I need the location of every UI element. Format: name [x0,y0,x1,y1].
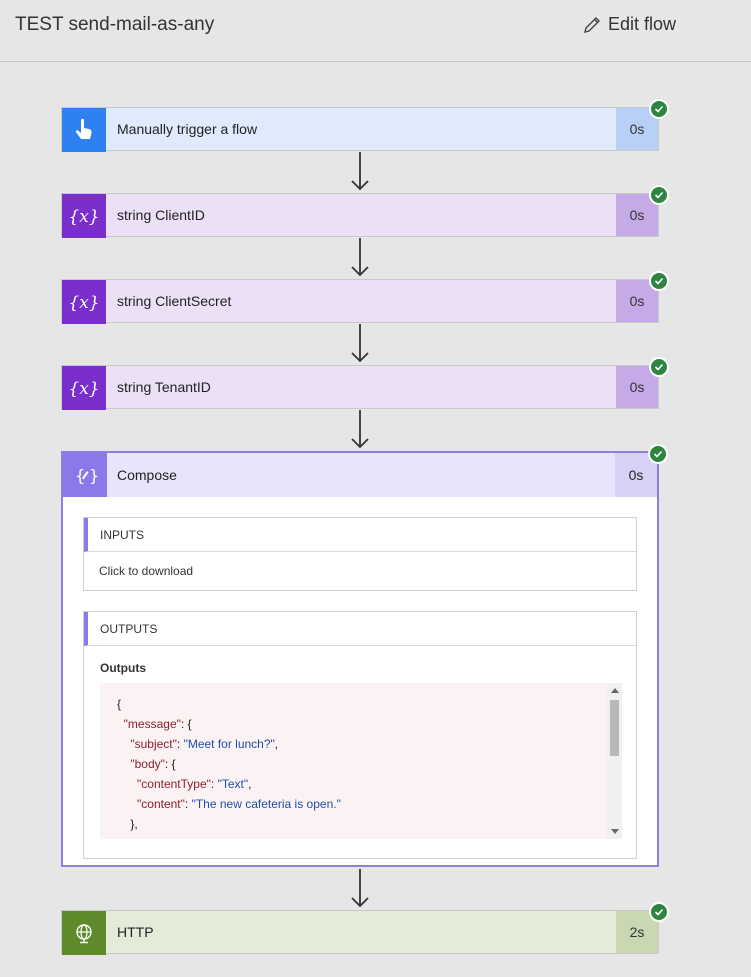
success-check-icon [649,902,669,922]
page-title: TEST send-mail-as-any [15,14,215,35]
compose-icon: { } [63,453,107,497]
header: TEST send-mail-as-any Edit flow [0,0,751,62]
edit-flow-button[interactable]: Edit flow [582,14,676,35]
compose-header[interactable]: { } Compose 0s [63,453,657,497]
svg-text:{𝑥}: {𝑥} [68,207,99,227]
step-label: string ClientSecret [117,293,232,309]
step-duration: 0s [616,366,658,408]
flow-arrow-icon [351,869,369,908]
flow-arrow-icon [351,324,369,363]
step-label: string TenantID [117,379,211,395]
code-lines: { "message": { "subject": "Meet for lunc… [117,697,341,831]
step-manual-trigger[interactable]: Manually trigger a flow 0s [61,107,659,152]
step-label: Compose [117,467,177,483]
step-label: string ClientID [117,207,205,223]
step-string-clientsecret[interactable]: {𝑥} string ClientSecret 0s [61,279,659,324]
globe-icon [62,911,106,955]
variable-icon: {𝑥} [62,280,106,324]
success-check-icon [649,99,669,119]
pencil-icon [584,16,600,33]
touch-icon [62,108,106,152]
svg-text:{𝑥}: {𝑥} [68,379,99,399]
flow-arrow-icon [351,238,369,277]
flow-arrow-icon [351,410,369,449]
scroll-up-icon[interactable] [611,688,619,693]
edit-flow-label: Edit flow [608,14,677,34]
success-check-icon [649,271,669,291]
outputs-label: Outputs [100,661,146,675]
inputs-panel: INPUTS Click to download [83,517,637,591]
scroll-down-icon[interactable] [611,829,619,834]
step-label: HTTP [117,924,154,940]
code-scrollbar[interactable] [607,683,622,839]
variable-icon: {𝑥} [62,366,106,410]
step-compose: { } Compose 0s INPUTS Click to download … [61,451,659,867]
success-check-icon [649,357,669,377]
outputs-code-box[interactable]: { "message": { "subject": "Meet for lunc… [100,683,622,839]
step-string-tenantid[interactable]: {𝑥} string TenantID 0s [61,365,659,410]
svg-text:{𝑥}: {𝑥} [68,293,99,313]
success-check-icon [649,185,669,205]
outputs-panel: OUTPUTS Outputs { "message": { "subject"… [83,611,637,859]
svg-text:}: } [89,466,98,485]
svg-text:{: { [75,466,85,485]
inputs-title: INPUTS [84,518,636,552]
scrollbar-thumb[interactable] [610,700,619,756]
variable-icon: {𝑥} [62,194,106,238]
click-to-download-link[interactable]: Click to download [99,564,194,578]
flow-arrow-icon [351,152,369,191]
outputs-title: OUTPUTS [84,612,636,646]
step-label: Manually trigger a flow [117,121,258,137]
step-http[interactable]: HTTP 2s [61,910,659,955]
step-string-clientid[interactable]: {𝑥} string ClientID 0s [61,193,659,238]
success-check-icon [648,444,668,464]
